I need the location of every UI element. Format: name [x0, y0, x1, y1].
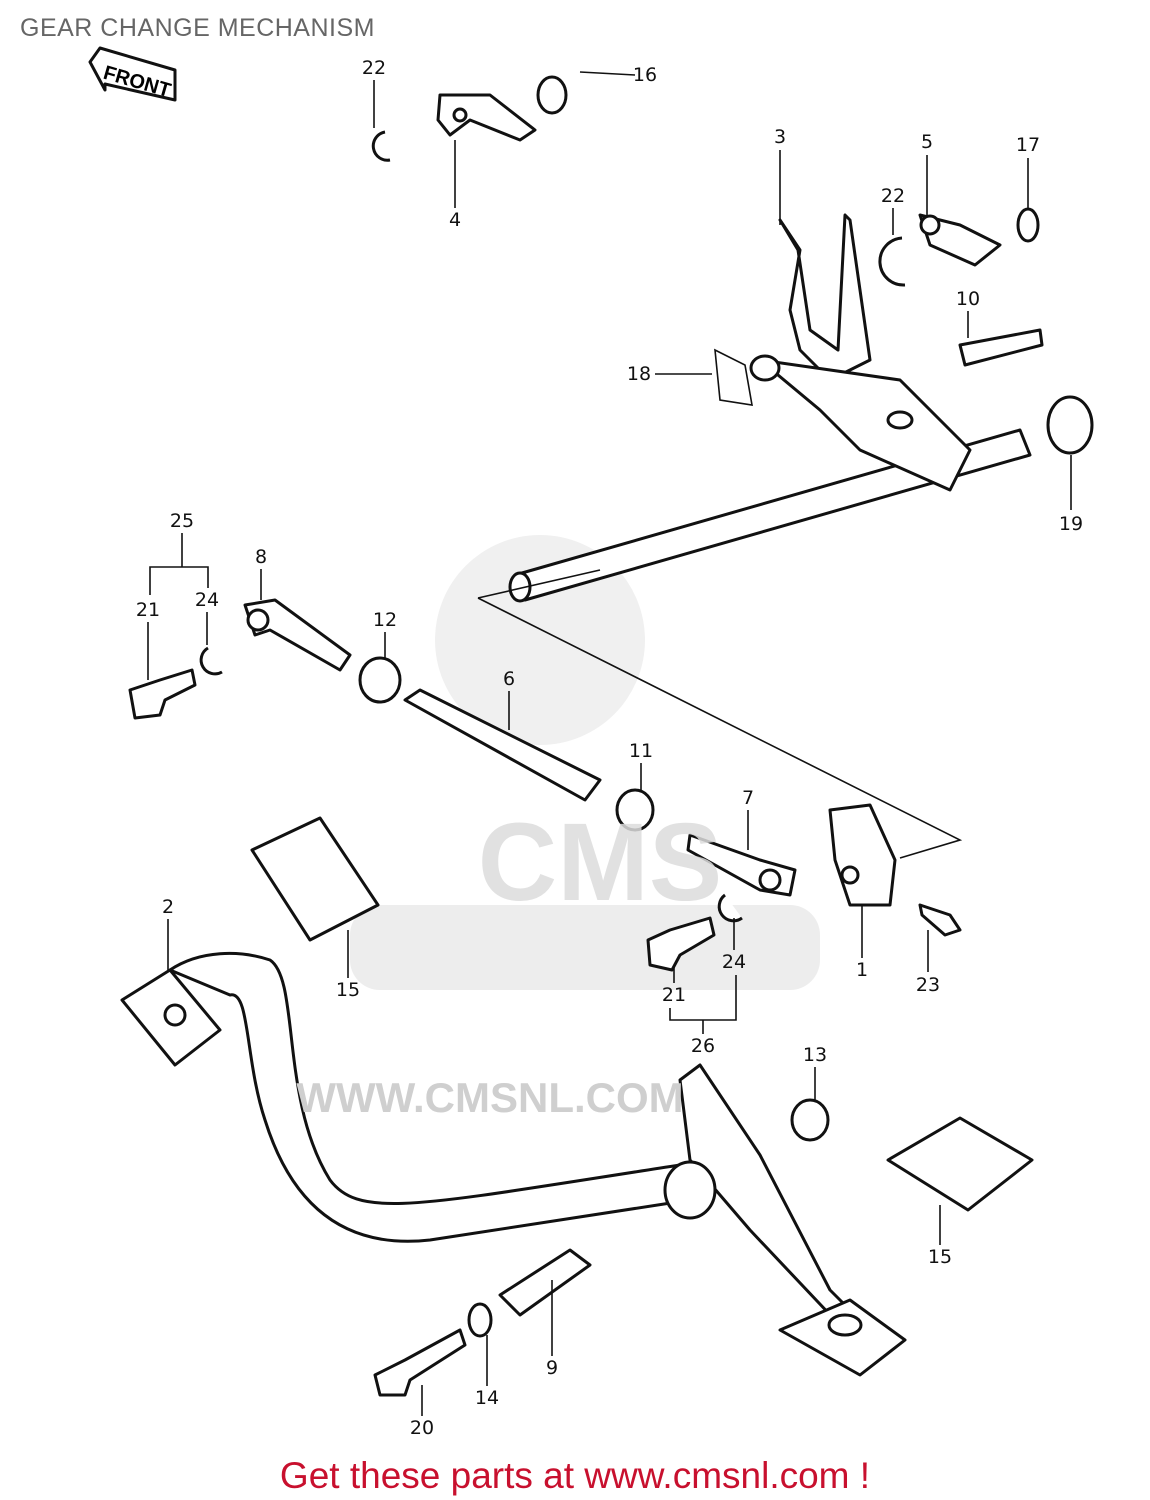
callout-22[interactable]: 22 — [880, 185, 906, 207]
callout-24[interactable]: 24 — [721, 951, 747, 973]
tie-rod-end-8 — [243, 598, 352, 672]
lever-1 — [828, 803, 897, 907]
pedal-plate — [778, 1298, 907, 1377]
collar-9 — [498, 1248, 592, 1317]
spring-18 — [714, 348, 753, 406]
bolt-21b — [646, 916, 716, 972]
callout-16[interactable]: 16 — [632, 64, 658, 86]
callout-23[interactable]: 23 — [915, 974, 941, 996]
collar-13 — [790, 1098, 830, 1142]
callout-15[interactable]: 15 — [927, 1246, 953, 1268]
bolt-20 — [373, 1328, 467, 1397]
callout-6[interactable]: 6 — [502, 668, 516, 690]
leader-lines — [147, 71, 1072, 1416]
spring-17 — [1016, 207, 1040, 243]
callout-4[interactable]: 4 — [448, 209, 462, 231]
nut-12 — [358, 656, 402, 704]
callout-11[interactable]: 11 — [628, 740, 654, 762]
callout-13[interactable]: 13 — [802, 1044, 828, 1066]
callout-10[interactable]: 10 — [955, 288, 981, 310]
callout-25[interactable]: 25 — [169, 510, 195, 532]
callout-9[interactable]: 9 — [545, 1357, 559, 1379]
part-4 — [436, 93, 537, 142]
circlip-22 — [371, 130, 391, 162]
callout-8[interactable]: 8 — [254, 546, 268, 568]
watermark-url: WWW.CMSNL.COM — [296, 1074, 683, 1121]
nut-11 — [615, 788, 655, 832]
front-arrow-icon: FRONT — [88, 46, 177, 102]
callout-17[interactable]: 17 — [1015, 134, 1041, 156]
shift-shaft — [477, 428, 1032, 859]
spring-16 — [536, 75, 568, 115]
callout-5[interactable]: 5 — [920, 131, 934, 153]
pedal-rubber-15 — [250, 816, 380, 942]
callout-7[interactable]: 7 — [741, 787, 755, 809]
watermark: CMS WWW.CMSNL.COM — [296, 801, 722, 1121]
callout-14[interactable]: 14 — [474, 1387, 500, 1409]
callout-20[interactable]: 20 — [409, 1417, 435, 1439]
callout-3[interactable]: 3 — [773, 126, 787, 148]
circlip-24 — [199, 646, 223, 676]
spring-19 — [1046, 395, 1094, 455]
callout-24[interactable]: 24 — [194, 589, 220, 611]
bolt-23 — [918, 903, 962, 937]
circlip-22b — [878, 236, 906, 287]
callout-21[interactable]: 21 — [135, 599, 161, 621]
rod-6 — [403, 688, 602, 802]
callout-15[interactable]: 15 — [335, 979, 361, 1001]
bolt-10 — [958, 328, 1044, 367]
page-title: GEAR CHANGE MECHANISM — [20, 14, 375, 42]
circlip-24b — [717, 893, 743, 923]
callout-18[interactable]: 18 — [626, 363, 652, 385]
bolt-21 — [128, 668, 197, 720]
pedal-rubber-15b — [886, 1116, 1034, 1212]
shift-lever-assembly — [749, 213, 972, 492]
cta-link[interactable]: Get these parts at www.cmsnl.com ! — [279, 1455, 871, 1496]
callout-22[interactable]: 22 — [361, 57, 387, 79]
callout-21[interactable]: 21 — [661, 984, 687, 1006]
callout-1[interactable]: 1 — [855, 959, 869, 981]
callout-12[interactable]: 12 — [372, 609, 398, 631]
watermark-logo: CMS — [478, 801, 722, 924]
callout-2[interactable]: 2 — [161, 896, 175, 918]
shift-pedal-2 — [168, 952, 692, 1243]
callout-19[interactable]: 19 — [1058, 513, 1084, 535]
callout-26[interactable]: 26 — [690, 1035, 716, 1057]
washer-14 — [467, 1302, 493, 1338]
